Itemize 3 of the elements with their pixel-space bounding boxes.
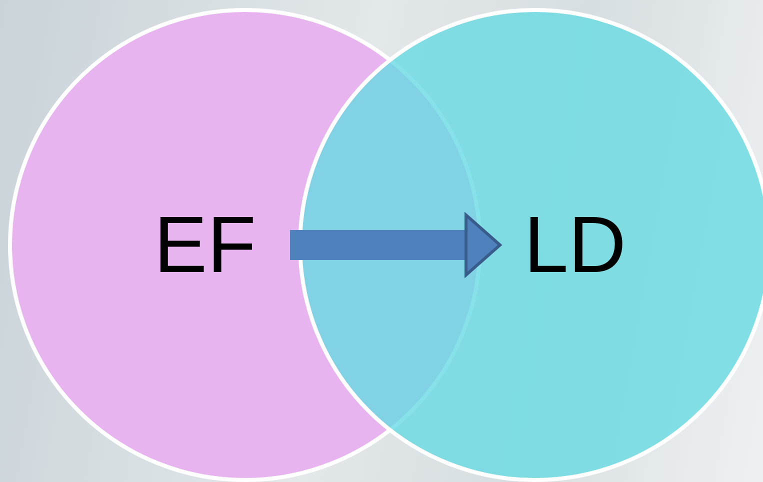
circle-label: EF <box>154 205 256 285</box>
block-arrow <box>290 214 502 276</box>
circle-label: LD <box>524 205 626 285</box>
